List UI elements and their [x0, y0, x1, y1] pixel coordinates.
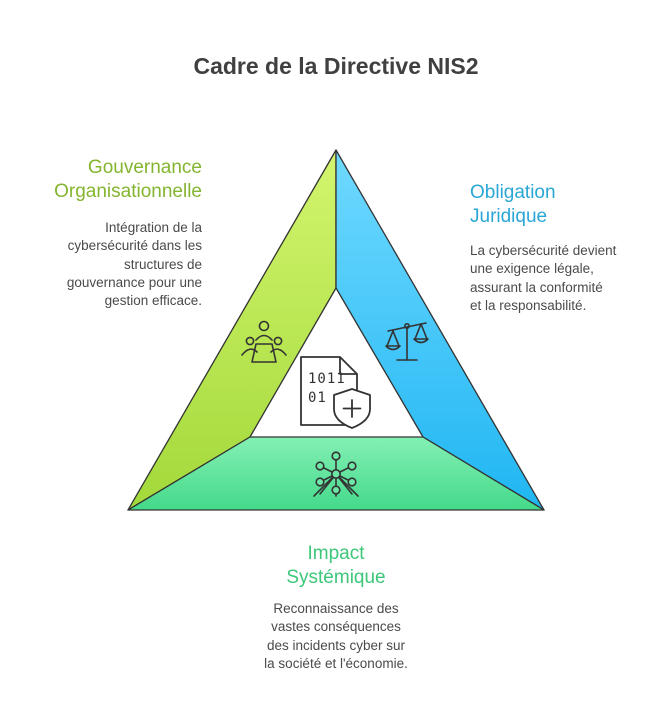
- obligation-text-line: et la responsabilité.: [470, 297, 587, 313]
- impact-heading-line2: Systémique: [286, 567, 386, 588]
- impact-text-line: Reconnaissance des: [273, 601, 399, 616]
- gouvernance-heading-line2: Organisationnelle: [54, 181, 202, 202]
- gouvernance-text-line: gestion efficace.: [104, 293, 202, 309]
- gouvernance-text-line: structures de: [123, 256, 202, 272]
- atomium-icon: [313, 451, 359, 497]
- scales-icon: [385, 322, 429, 361]
- meeting-people-icon: [241, 320, 287, 363]
- impact-text-line: vastes conséquences: [271, 619, 401, 635]
- gouvernance-heading-line1: Gouvernance: [87, 157, 202, 178]
- binary-file-shield-icon: 1011 01: [300, 356, 371, 429]
- gouvernance-heading: Gouvernance Organisationnelle: [20, 156, 202, 204]
- gouvernance-description: Intégration de la cybersécurité dans les…: [30, 219, 202, 310]
- obligation-heading: Obligation Juridique: [470, 181, 660, 229]
- impact-description: Reconnaissance des vastes conséquences d…: [236, 600, 436, 673]
- gouvernance-text-line: Intégration de la: [105, 220, 202, 235]
- binary-digits-row1: 1011: [308, 371, 346, 387]
- binary-digits-row2: 01: [308, 390, 327, 406]
- gouvernance-text-line: gouvernance pour une: [66, 274, 202, 290]
- obligation-heading-line2: Juridique: [470, 206, 548, 227]
- impact-heading: Impact Systémique: [236, 542, 436, 590]
- impact-text-line: la société et l'économie.: [264, 655, 408, 671]
- obligation-text-line: une exigence légale,: [470, 261, 594, 277]
- obligation-description: La cybersécurité devient une exigence lé…: [470, 242, 660, 315]
- page-title: Cadre de la Directive NIS2: [193, 53, 479, 79]
- gouvernance-text-line: cybersécurité dans les: [67, 238, 202, 254]
- obligation-heading-line1: Obligation: [470, 182, 556, 203]
- obligation-text-line: La cybersécurité devient: [470, 243, 617, 258]
- obligation-text-line: assurant la conformité: [470, 279, 603, 295]
- impact-heading-line1: Impact: [307, 543, 365, 564]
- impact-text-line: des incidents cyber sur: [266, 637, 406, 653]
